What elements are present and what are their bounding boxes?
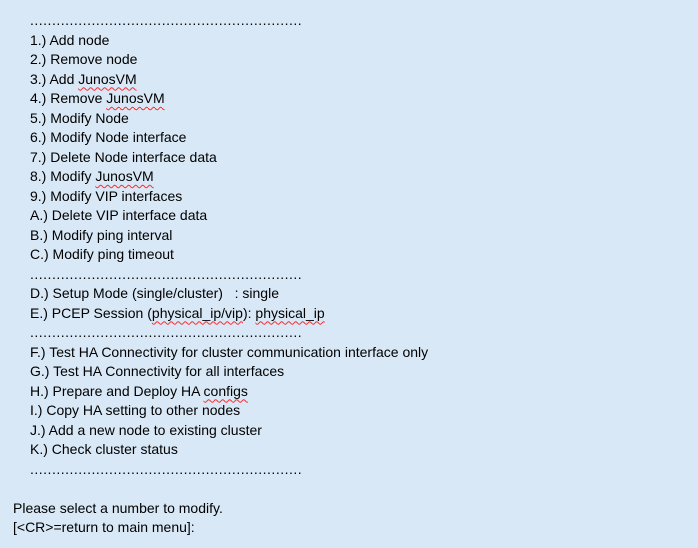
prompt-input-line[interactable]: [<CR>=return to main menu]: bbox=[13, 518, 688, 538]
text-segment: 2.) Remove node bbox=[30, 51, 138, 67]
text-segment: ): bbox=[242, 304, 256, 321]
menu-item-copy-ha-setting: I.) Copy HA setting to other nodes bbox=[13, 401, 688, 421]
text-segment: A.) Delete VIP interface data bbox=[30, 207, 208, 223]
menu-item-add-junosvm: 3.) Add JunosVM bbox=[13, 70, 688, 90]
text-segment: H.) Prepare and Deploy HA bbox=[30, 382, 204, 399]
menu-item-pcep-session: E.) PCEP Session (physical_ip/vip): phys… bbox=[13, 304, 688, 324]
menu-item-modify-junosvm: 8.) Modify JunosVM bbox=[13, 167, 688, 187]
text-segment: J.) Add a new node to existing cluster bbox=[30, 421, 262, 438]
menu-item-modify-ping-interval: B.) Modify ping interval bbox=[13, 226, 688, 246]
misspelled-word: JunosVM bbox=[78, 70, 137, 87]
menu-item-prepare-deploy-ha-configs: H.) Prepare and Deploy HA configs bbox=[13, 382, 688, 402]
text-segment: 9.) Modify VIP interfaces bbox=[30, 187, 183, 204]
menu-item-test-ha-cluster-comm: F.) Test HA Connectivity for cluster com… bbox=[13, 343, 688, 363]
text-segment: C.) Modify ping timeout bbox=[30, 246, 174, 262]
text-segment: ........................................… bbox=[30, 12, 303, 28]
menu-item-delete-node-interface-data: 7.) Delete Node interface data bbox=[13, 148, 688, 168]
text-segment: I.) Copy HA setting to other nodes bbox=[30, 402, 241, 418]
misspelled-word: JunosVM bbox=[95, 168, 154, 184]
menu-item-remove-node: 2.) Remove node bbox=[13, 50, 688, 70]
text-segment: 7.) Delete Node interface data bbox=[30, 148, 217, 165]
text-segment: ........................................… bbox=[30, 460, 303, 477]
menu-item-add-new-node-existing-cluster: J.) Add a new node to existing cluster bbox=[13, 421, 688, 441]
text-segment: 6.) Modify Node interface bbox=[30, 129, 187, 145]
blank-line bbox=[13, 479, 688, 499]
text-segment: G.) Test HA Connectivity for all interfa… bbox=[30, 363, 285, 379]
separator-line: ........................................… bbox=[13, 460, 688, 480]
misspelled-word: JunosVM bbox=[106, 90, 165, 106]
text-segment: Please select a number to modify. bbox=[13, 499, 223, 516]
menu-item-modify-node-interface: 6.) Modify Node interface bbox=[13, 128, 688, 148]
text-segment: K.) Check cluster status bbox=[30, 441, 178, 457]
misspelled-word: physical_ip bbox=[255, 304, 325, 321]
menu-item-remove-junosvm: 4.) Remove JunosVM bbox=[13, 89, 688, 109]
text-segment: 1.) Add node bbox=[30, 31, 110, 48]
text-segment: 3.) Add bbox=[30, 70, 79, 87]
separator-line: ........................................… bbox=[13, 11, 688, 31]
menu-item-delete-vip-interface-data: A.) Delete VIP interface data bbox=[13, 206, 688, 226]
misspelled-word: configs bbox=[203, 382, 248, 399]
text-segment: D.) Setup Mode (single/cluster) : single bbox=[30, 285, 279, 301]
text-segment: F.) Test HA Connectivity for cluster com… bbox=[30, 343, 429, 360]
menu-item-check-cluster-status: K.) Check cluster status bbox=[13, 440, 688, 460]
menu-item-add-node: 1.) Add node bbox=[13, 31, 688, 51]
menu-item-test-ha-all-interfaces: G.) Test HA Connectivity for all interfa… bbox=[13, 362, 688, 382]
menu-item-modify-node: 5.) Modify Node bbox=[13, 109, 688, 129]
text-segment: ........................................… bbox=[30, 324, 303, 340]
menu-item-setup-mode: D.) Setup Mode (single/cluster) : single bbox=[13, 284, 688, 304]
misspelled-word: physical_ip/vip bbox=[151, 304, 243, 321]
text-segment: ........................................… bbox=[30, 265, 303, 282]
text-segment: [<CR>=return to main menu]: bbox=[13, 519, 195, 535]
separator-line: ........................................… bbox=[13, 265, 688, 285]
prompt-instruction: Please select a number to modify. bbox=[13, 499, 688, 519]
menu-item-modify-vip-interfaces: 9.) Modify VIP interfaces bbox=[13, 187, 688, 207]
text-segment: 5.) Modify Node bbox=[30, 109, 129, 126]
menu-item-modify-ping-timeout: C.) Modify ping timeout bbox=[13, 245, 688, 265]
separator-line: ........................................… bbox=[13, 323, 688, 343]
text-segment: E.) PCEP Session ( bbox=[30, 304, 152, 321]
text-segment: 8.) Modify bbox=[30, 168, 96, 184]
text-segment: B.) Modify ping interval bbox=[30, 226, 173, 243]
text-segment: 4.) Remove bbox=[30, 90, 107, 106]
